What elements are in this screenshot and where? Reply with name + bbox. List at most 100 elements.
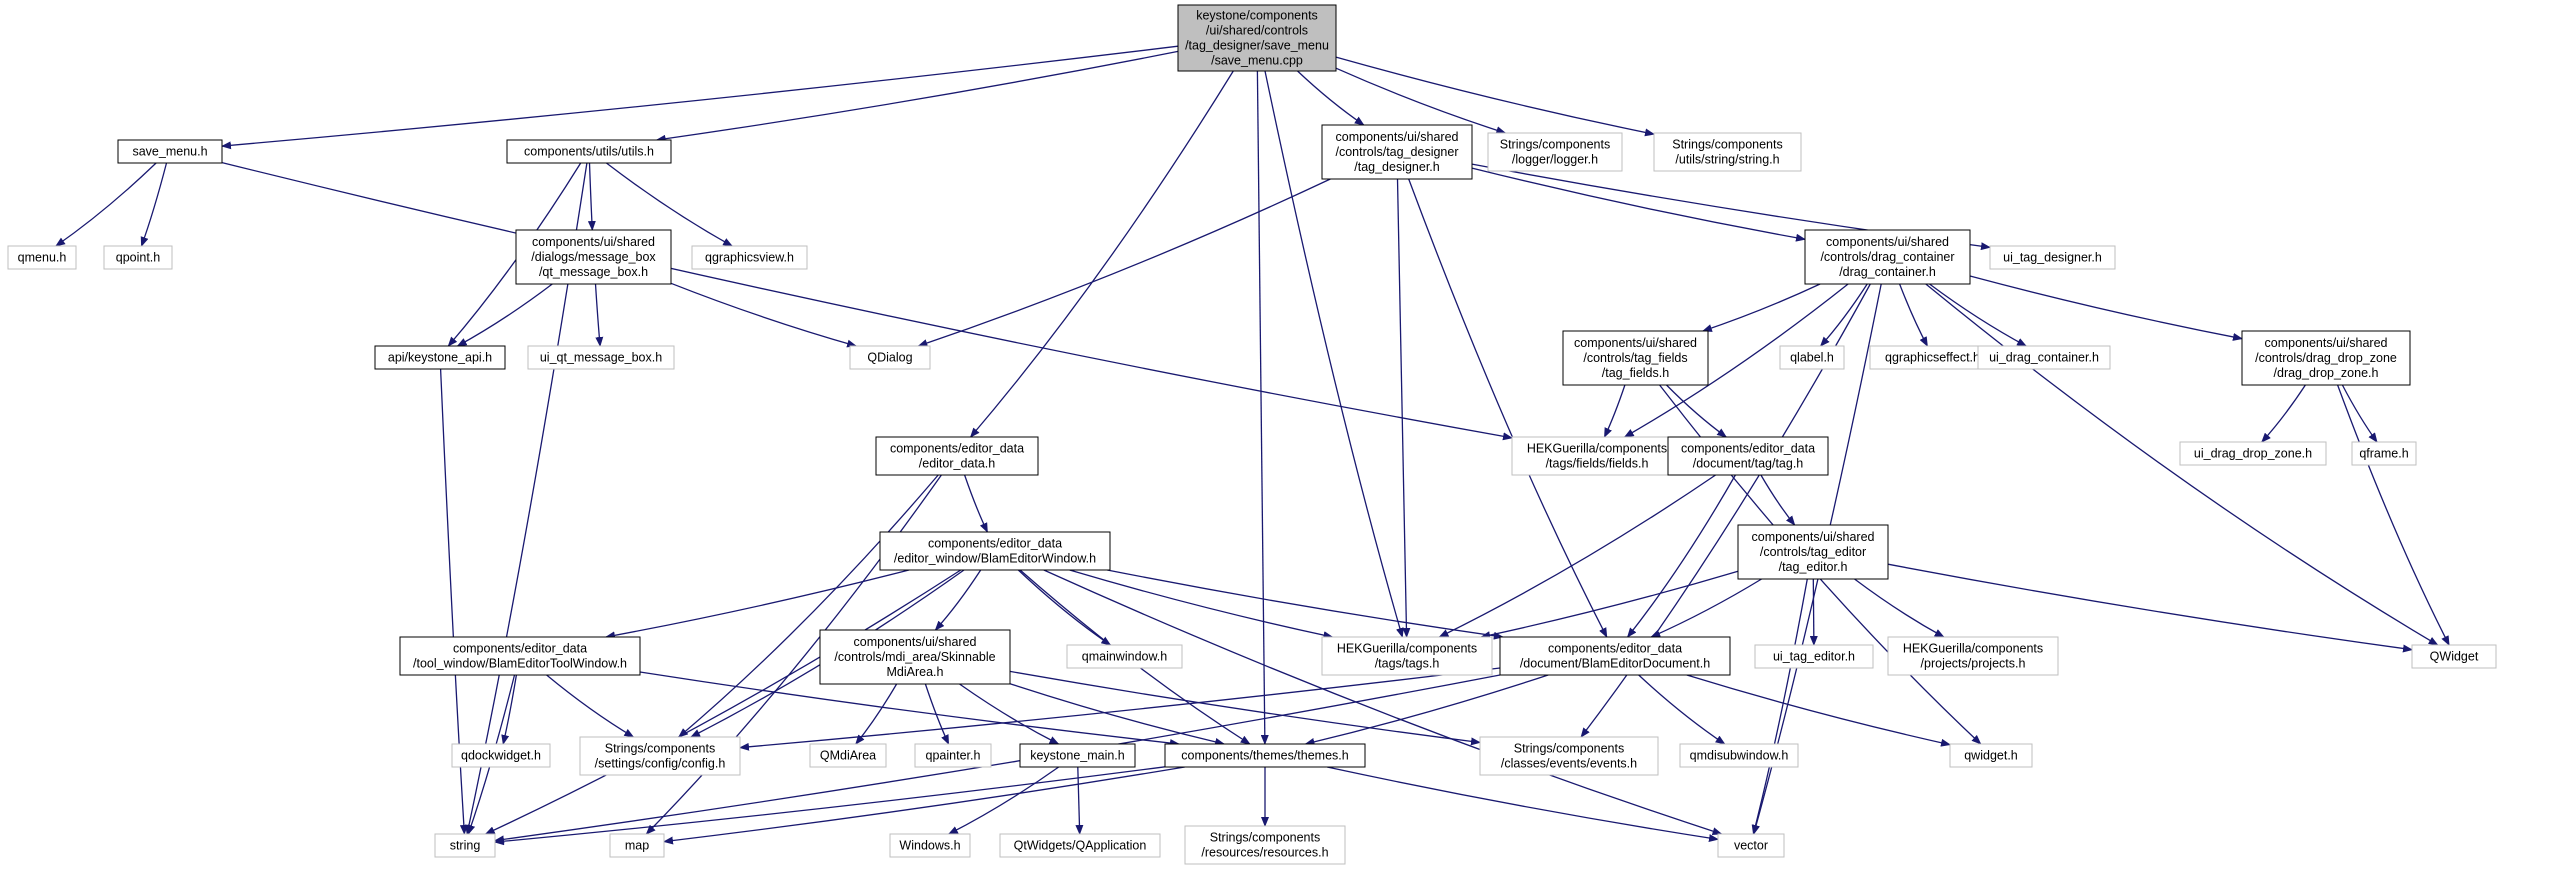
node-label-mdi_area_h-2: MdiArea.h	[887, 665, 944, 679]
node-save_menu_cpp[interactable]: keystone/components/ui/shared/controls/t…	[1177, 4, 1337, 72]
node-label-keystone_api_h-0: api/keystone_api.h	[388, 351, 492, 365]
edge-message_box_h-to-qdialog	[670, 282, 858, 348]
node-tool_window_h[interactable]: components/editor_data/tool_window/BlamE…	[399, 636, 641, 676]
edge-tag_designer_h-to-qdialog	[917, 178, 1331, 347]
node-label-drag_drop_zone_h-0: components/ui/shared	[2265, 336, 2388, 350]
node-label-config_h-0: Strings/components	[605, 742, 715, 756]
node-keystone_main_h[interactable]: keystone_main.h	[1019, 743, 1136, 768]
node-ui_drag_container_h: ui_drag_container.h	[1977, 345, 2111, 370]
node-box-utils_h	[506, 139, 672, 164]
node-label-qwidget_cap-0: QWidget	[2430, 650, 2479, 664]
edge-tag_editor_h-to-tags_h	[1480, 570, 1739, 640]
node-blam_editor_window_h[interactable]: components/editor_data/editor_window/Bla…	[879, 531, 1111, 571]
node-themes_h[interactable]: components/themes/themes.h	[1164, 743, 1366, 768]
node-qdialog: QDialog	[849, 345, 931, 370]
node-box-qmainwindow_h	[1066, 644, 1183, 669]
node-box-qpainter_h	[914, 743, 992, 768]
node-fields_h: HEKGuerilla/components/tags/fields/field…	[1511, 436, 1683, 476]
node-tag_editor_h[interactable]: components/ui/shared/controls/tag_editor…	[1737, 524, 1889, 580]
edge-blam_editor_window_h-to-tool_window_h	[605, 569, 910, 640]
edge-themes_h-to-map	[663, 766, 1185, 845]
edge-save_menu_cpp-to-utils_h	[655, 50, 1179, 143]
node-keystone_api_h[interactable]: api/keystone_api.h	[374, 345, 506, 370]
node-label-qpainter_h-0: qpainter.h	[926, 749, 981, 763]
node-editor_data_h[interactable]: components/editor_data/editor_data.h	[875, 436, 1039, 476]
node-label-tag_fields_h-0: components/ui/shared	[1574, 336, 1697, 350]
node-box-qmenu_h	[7, 245, 77, 270]
node-ui_drag_drop_zone_h: ui_drag_drop_zone.h	[2179, 441, 2327, 466]
edge-save_menu_cpp-to-editor_data_h	[969, 70, 1234, 438]
node-label-blam_editor_document_h-0: components/editor_data	[1548, 642, 1682, 656]
edge-save_menu_cpp-to-save_menu_h	[221, 45, 1179, 150]
node-mdi_area_h[interactable]: components/ui/shared/controls/mdi_area/S…	[819, 629, 1011, 685]
edge-tag_editor_h-to-ui_tag_editor_h	[1809, 578, 1818, 646]
node-label-save_menu_cpp-1: /ui/shared/controls	[1206, 24, 1308, 38]
node-qlabel_h: qlabel.h	[1779, 345, 1845, 370]
node-box-events_h	[1479, 736, 1659, 776]
edge-drag_container_h-to-qlabel_h	[1819, 283, 1868, 347]
node-drag_container_h[interactable]: components/ui/shared/controls/drag_conta…	[1804, 229, 1971, 285]
node-label-config_h-1: /settings/config/config.h	[595, 757, 726, 771]
node-label-tag_editor_h-2: /tag_editor.h	[1779, 560, 1848, 574]
node-blam_editor_document_h[interactable]: components/editor_data/document/BlamEdit…	[1499, 636, 1731, 676]
node-label-qdialog-0: QDialog	[867, 351, 912, 365]
node-config_h: Strings/components/settings/config/confi…	[579, 736, 741, 776]
edge-save_menu_cpp-to-tag_designer_h	[1297, 70, 1365, 126]
node-box-qmdisubwindow_h	[1679, 743, 1799, 768]
node-qwidget_cap: QWidget	[2411, 644, 2497, 669]
node-label-ui_drag_container_h-0: ui_drag_container.h	[1989, 351, 2099, 365]
edge-blam_editor_window_h-to-mdi_area_h	[934, 569, 982, 631]
node-label-tool_window_h-0: components/editor_data	[453, 642, 587, 656]
edge-blam_editor_window_h-to-string	[484, 569, 962, 835]
node-box-logger_h	[1487, 132, 1623, 172]
node-label-save_menu_h-0: save_menu.h	[132, 145, 207, 159]
node-label-qgraphicsview_h-0: qgraphicsview.h	[705, 251, 794, 265]
node-utils_h[interactable]: components/utils/utils.h	[506, 139, 672, 164]
node-qmainwindow_h: qmainwindow.h	[1066, 644, 1183, 669]
node-label-editor_data_h-1: /editor_data.h	[919, 457, 995, 471]
node-qwidget_h: qwidget.h	[1949, 743, 2033, 768]
edge-blam_editor_window_h-to-vector	[1043, 569, 1723, 836]
node-label-mdi_area_h-0: components/ui/shared	[854, 635, 977, 649]
edge-blam_editor_document_h-to-qmdisubwindow_h	[1638, 674, 1726, 745]
node-label-tag_fields_h-1: /controls/tag_fields	[1583, 351, 1687, 365]
edge-keystone_main_h-to-qapplication	[1075, 766, 1084, 835]
edge-drag_drop_zone_h-to-ui_drag_drop_zone_h	[2261, 384, 2306, 443]
node-map: map	[609, 833, 665, 858]
node-save_menu_h[interactable]: save_menu.h	[117, 139, 223, 164]
node-ui_tag_designer_h: ui_tag_designer.h	[1989, 245, 2116, 270]
node-label-tags_h-1: /tags/tags.h	[1375, 657, 1440, 671]
node-box-qlabel_h	[1779, 345, 1845, 370]
node-drag_drop_zone_h[interactable]: components/ui/shared/controls/drag_drop_…	[2241, 330, 2411, 386]
node-box-drag_drop_zone_h	[2241, 330, 2411, 386]
edge-tool_window_h-to-config_h	[546, 674, 635, 738]
node-label-events_h-0: Strings/components	[1514, 742, 1624, 756]
edge-drag_container_h-to-qwidget_cap	[1925, 283, 2439, 646]
node-label-projects_h-0: HEKGuerilla/components	[1903, 642, 2043, 656]
node-tag_fields_h[interactable]: components/ui/shared/controls/tag_fields…	[1562, 330, 1709, 386]
node-label-tag_editor_h-1: /controls/tag_editor	[1760, 545, 1866, 559]
node-label-string_h-1: /utils/string/string.h	[1675, 153, 1779, 167]
node-message_box_h[interactable]: components/ui/shared/dialogs/message_box…	[515, 229, 672, 285]
edge-tag_editor_h-to-blam_editor_document_h	[1650, 578, 1762, 638]
node-box-tool_window_h	[399, 636, 641, 676]
edge-keystone_main_h-to-windows_h	[947, 766, 1060, 835]
node-label-ui_tag_designer_h-0: ui_tag_designer.h	[2003, 251, 2102, 265]
node-tag_designer_h[interactable]: components/ui/shared/controls/tag_design…	[1321, 124, 1473, 180]
node-box-tag_designer_h	[1321, 124, 1473, 180]
nodes-layer: keystone/components/ui/shared/controls/t…	[7, 4, 2497, 865]
node-label-qapplication-0: QtWidgets/QApplication	[1014, 839, 1147, 853]
node-events_h: Strings/components/classes/events/events…	[1479, 736, 1659, 776]
node-qframe_h: qframe.h	[2351, 441, 2417, 466]
edge-drag_container_h-to-vector	[1752, 283, 1882, 835]
edge-save_menu_h-to-fields_h	[221, 161, 1513, 441]
node-label-drag_drop_zone_h-1: /controls/drag_drop_zone	[2255, 351, 2397, 365]
node-label-qwidget_h-0: qwidget.h	[1964, 749, 2018, 763]
edge-blam_editor_document_h-to-themes_h	[1304, 674, 1549, 746]
node-label-qframe_h-0: qframe.h	[2359, 447, 2408, 461]
edge-utils_h-to-message_box_h	[587, 162, 596, 231]
node-label-ui_drag_drop_zone_h-0: ui_drag_drop_zone.h	[2194, 447, 2312, 461]
node-label-logger_h-1: /logger/logger.h	[1512, 153, 1598, 167]
node-tag_h[interactable]: components/editor_data/document/tag/tag.…	[1667, 436, 1829, 476]
